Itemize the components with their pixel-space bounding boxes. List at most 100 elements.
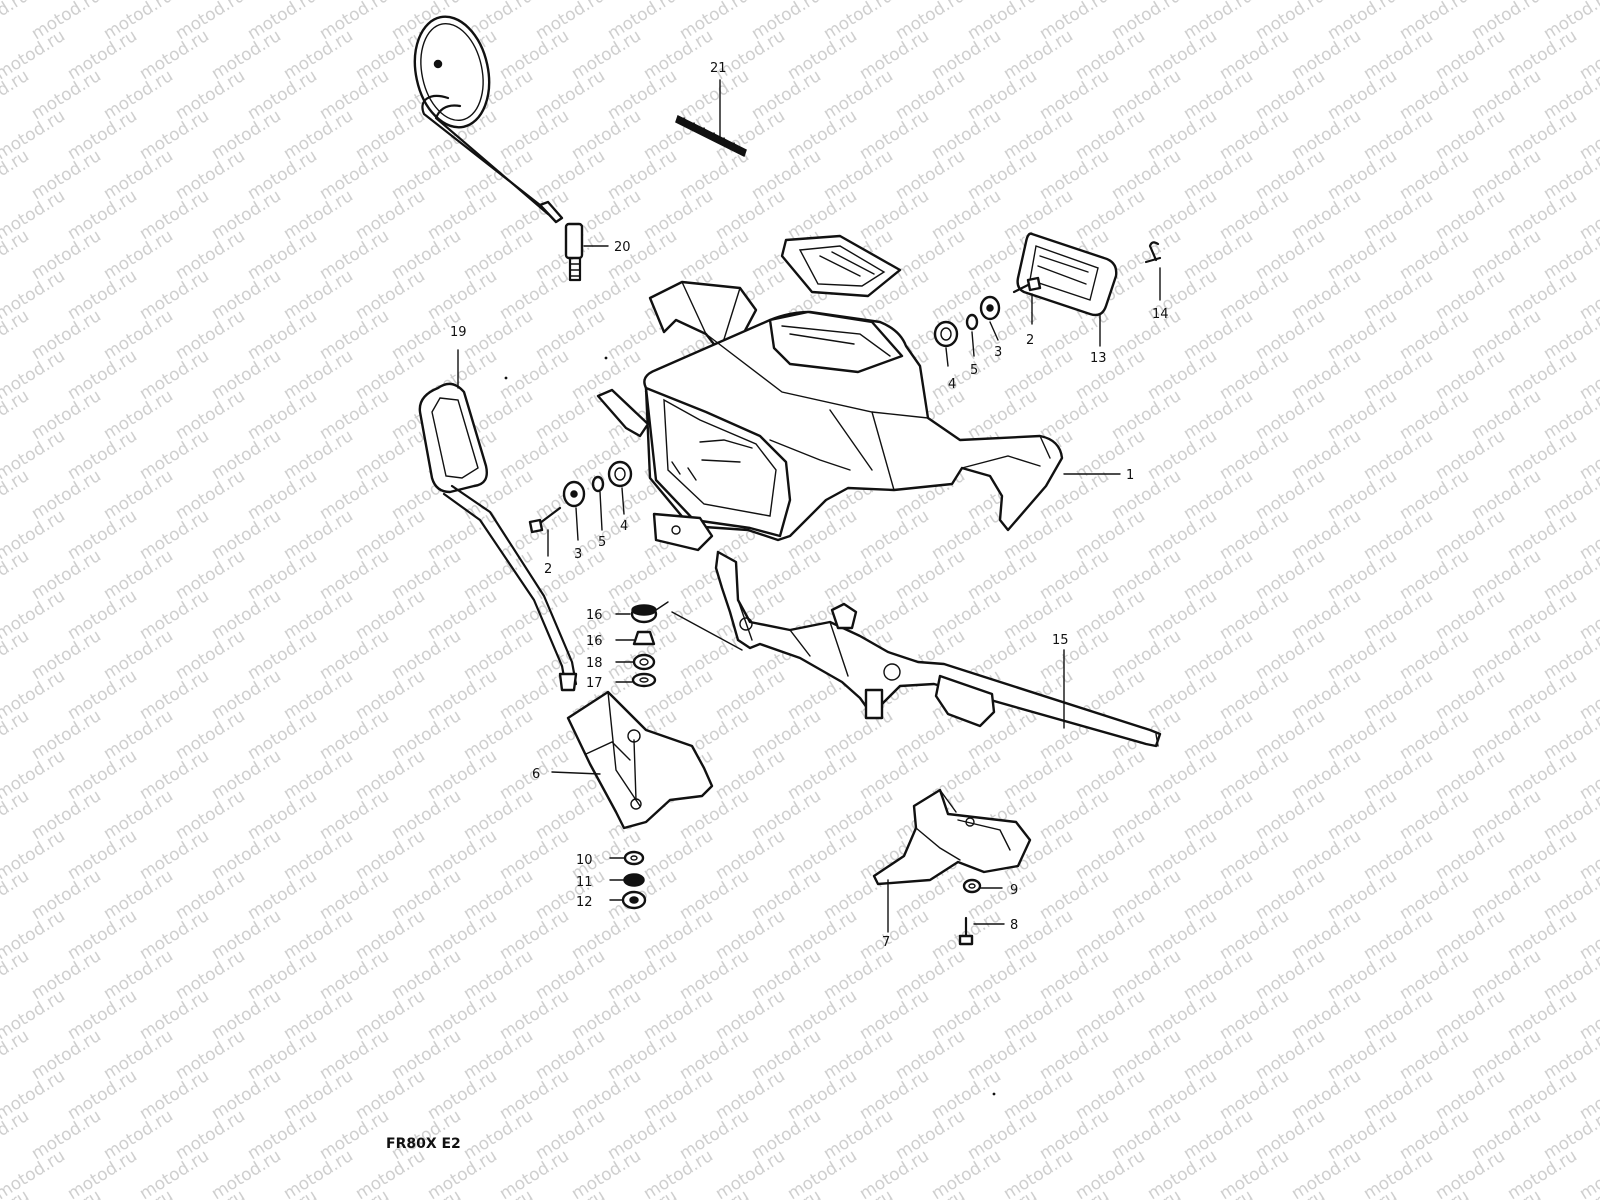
watermark-text: motod.ru xyxy=(1360,906,1437,964)
callout-16: 16 xyxy=(586,634,603,649)
watermark-text: motod.ru xyxy=(1504,1066,1581,1124)
watermark-text: motod.ru xyxy=(460,866,537,924)
watermark-text: motod.ru xyxy=(64,426,141,484)
watermark-text: motod.ru xyxy=(64,26,141,84)
watermark-text: motod.ru xyxy=(460,706,537,764)
watermark-text: motod.ru xyxy=(604,1026,681,1084)
watermark-text: motod.ru xyxy=(1324,706,1401,764)
watermark-text: motod.ru xyxy=(244,786,321,844)
callout-4: 4 xyxy=(948,377,956,392)
watermark-text: motod.ru xyxy=(100,386,177,444)
watermark-text: motod.ru xyxy=(568,1066,645,1124)
watermark-text: motod.ru xyxy=(136,426,213,484)
watermark-text: motod.ru xyxy=(1144,586,1221,644)
watermark-text: motod.ru xyxy=(100,946,177,1004)
watermark-text: motod.ru xyxy=(388,626,465,684)
watermark-text: motod.ru xyxy=(208,906,285,964)
watermark-text: motod.ru xyxy=(856,986,933,1044)
watermark-text: motod.ru xyxy=(1108,786,1185,844)
watermark-text: motod.ru xyxy=(676,866,753,924)
watermark-text: motod.ru xyxy=(352,506,429,564)
watermark-text: motod.ru xyxy=(1072,586,1149,644)
watermark-text: motod.ru xyxy=(1288,426,1365,484)
watermark-text: motod.ru xyxy=(1432,906,1509,964)
watermark-text: motod.ru xyxy=(1468,146,1545,204)
watermark-text: motod.ru xyxy=(136,106,213,164)
watermark-text: motod.ru xyxy=(1468,706,1545,764)
watermark-text: motod.ru xyxy=(1504,746,1581,804)
watermark-text: motod.ru xyxy=(748,866,825,924)
watermark-text: motod.ru xyxy=(100,306,177,364)
watermark-text: motod.ru xyxy=(1216,666,1293,724)
watermark-text: motod.ru xyxy=(1036,866,1113,924)
watermark-text: motod.ru xyxy=(496,106,573,164)
watermark-text: motod.ru xyxy=(1216,426,1293,484)
clip-part xyxy=(1144,241,1162,264)
watermark-text: motod.ru xyxy=(28,786,105,844)
watermark-text: motod.ru xyxy=(892,546,969,604)
watermark-text: motod.ru xyxy=(244,1106,321,1164)
watermark-text: motod.ru xyxy=(820,66,897,124)
watermark-text: motod.ru xyxy=(316,306,393,364)
watermark-text: motod.ru xyxy=(568,986,645,1044)
watermark-text: motod.ru xyxy=(1504,426,1581,484)
watermark-text: motod.ru xyxy=(280,186,357,244)
watermark-text: motod.ru xyxy=(1432,106,1509,164)
watermark-text: motod.ru xyxy=(136,1066,213,1124)
watermark-text: motod.ru xyxy=(208,1146,285,1200)
watermark-text: motod.ru xyxy=(1072,1146,1149,1200)
watermark-text: motod.ru xyxy=(1504,266,1581,324)
watermark-text: motod.ru xyxy=(1432,266,1509,324)
watermark-text: motod.ru xyxy=(1108,66,1185,124)
watermark-text: motod.ru xyxy=(208,266,285,324)
watermark-text: motod.ru xyxy=(1216,826,1293,884)
watermark-text: motod.ru xyxy=(1468,66,1545,124)
watermark-text: motod.ru xyxy=(1216,1146,1293,1200)
watermark-text: motod.ru xyxy=(748,66,825,124)
watermark-text: motod.ru xyxy=(1072,1066,1149,1124)
watermark-text: motod.ru xyxy=(136,186,213,244)
watermark-text: motod.ru xyxy=(1396,146,1473,204)
watermark-text: motod.ru xyxy=(244,226,321,284)
watermark-text: motod.ru xyxy=(28,386,105,444)
watermark-text: motod.ru xyxy=(64,1066,141,1124)
watermark-text: motod.ru xyxy=(1000,986,1077,1044)
watermark-text: motod.ru xyxy=(748,1106,825,1164)
watermark-text: motod.ru xyxy=(28,146,105,204)
watermark-text: motod.ru xyxy=(1324,226,1401,284)
watermark-text: motod.ru xyxy=(388,786,465,844)
watermark-text: motod.ru xyxy=(64,186,141,244)
watermark-text: motod.ru xyxy=(100,866,177,924)
watermark-text: motod.ru xyxy=(280,586,357,644)
watermark-text: motod.ru xyxy=(892,226,969,284)
watermark-text: motod.ru xyxy=(640,826,717,884)
watermark-text: motod.ru xyxy=(316,386,393,444)
watermark-text: motod.ru xyxy=(208,426,285,484)
watermark-text: motod.ru xyxy=(280,666,357,724)
model-caption: FR80X E2 xyxy=(386,1136,461,1152)
watermark-text: motod.ru xyxy=(532,786,609,844)
watermark-text: motod.ru xyxy=(172,466,249,524)
watermark-text: motod.ru xyxy=(964,546,1041,604)
callout-3: 3 xyxy=(994,345,1002,360)
watermark-text: motod.ru xyxy=(172,306,249,364)
watermark-text: motod.ru xyxy=(1468,866,1545,924)
watermark-text: motod.ru xyxy=(532,1026,609,1084)
watermark-text: motod.ru xyxy=(1504,826,1581,884)
watermark-text: motod.ru xyxy=(1432,506,1509,564)
watermark-text: motod.ru xyxy=(820,146,897,204)
callout-16: 16 xyxy=(586,608,603,623)
housing-bracket-part xyxy=(596,388,714,552)
watermark-text: motod.ru xyxy=(208,506,285,564)
callout-5: 5 xyxy=(598,535,606,550)
watermark-text: motod.ru xyxy=(316,1106,393,1164)
watermark-text: motod.ru xyxy=(1324,626,1401,684)
watermark-text: motod.ru xyxy=(1396,546,1473,604)
watermark-text: motod.ru xyxy=(388,546,465,604)
watermark-text: motod.ru xyxy=(1000,106,1077,164)
watermark-text: motod.ru xyxy=(316,466,393,524)
watermark-text: motod.ru xyxy=(676,1026,753,1084)
watermark-text: motod.ru xyxy=(208,186,285,244)
watermark-text: motod.ru xyxy=(856,906,933,964)
